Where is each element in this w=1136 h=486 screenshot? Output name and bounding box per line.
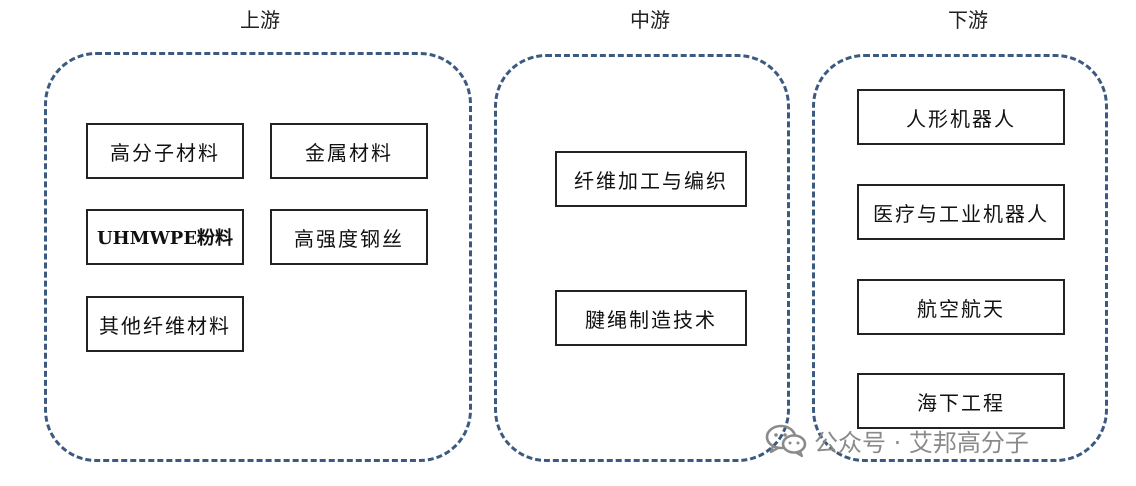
midstream-group (494, 54, 790, 462)
downstream-item-subsea: 海下工程 (857, 373, 1065, 429)
watermark-text: 公众号 · 艾邦高分子 (814, 428, 1029, 457)
downstream-item-humanoid: 人形机器人 (857, 89, 1065, 145)
upstream-item-steel-wire: 高强度钢丝 (270, 209, 428, 265)
midstream-title: 中游 (630, 8, 670, 32)
midstream-item-tendon-rope: 腱绳制造技术 (555, 290, 747, 346)
upstream-item-polymer: 高分子材料 (86, 123, 244, 179)
wechat-icon (765, 424, 807, 458)
downstream-item-aerospace: 航空航天 (857, 279, 1065, 335)
upstream-item-other-fiber: 其他纤维材料 (86, 296, 244, 352)
upstream-title: 上游 (240, 8, 280, 32)
downstream-group (812, 54, 1108, 462)
midstream-item-fiber-weaving: 纤维加工与编织 (555, 151, 747, 207)
watermark: 公众号 · 艾邦高分子 (764, 422, 1029, 458)
upstream-item-metal: 金属材料 (270, 123, 428, 179)
upstream-group (44, 52, 472, 462)
upstream-item-uhmwpe: UHMWPE粉料 (86, 209, 244, 265)
downstream-item-medical-industrial: 医疗与工业机器人 (857, 184, 1065, 240)
downstream-title: 下游 (948, 8, 988, 32)
